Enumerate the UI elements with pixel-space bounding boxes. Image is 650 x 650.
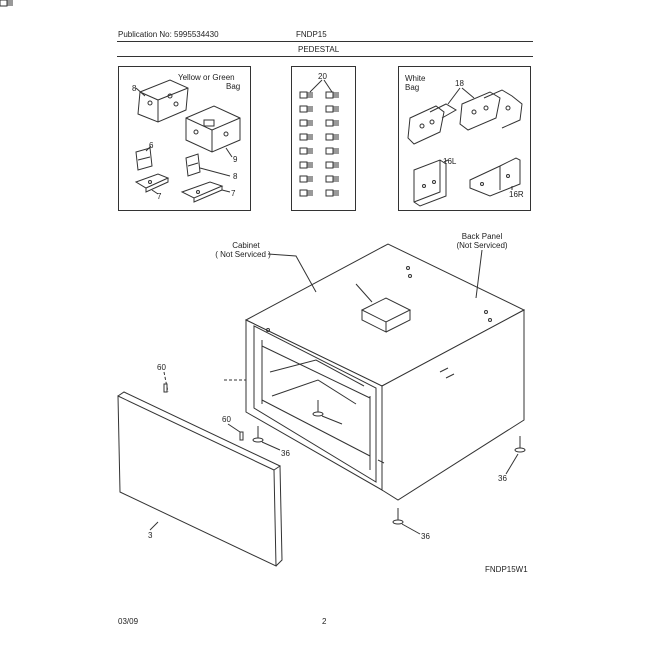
callout-36-a: 36: [343, 421, 352, 430]
callout-18: 18: [455, 79, 464, 88]
yellow-green-bag-label: Yellow or Green: [178, 73, 235, 82]
leveling-leg-36-c: [505, 436, 526, 475]
footer-page: 2: [322, 617, 327, 626]
callout-20: 20: [318, 72, 327, 81]
cabinet-label: Cabinet: [232, 241, 260, 250]
part-52-block: [355, 283, 412, 333]
leveling-leg-36-d: [392, 508, 421, 535]
white-bag-label: White: [405, 74, 426, 83]
callout-8-top: 8: [132, 84, 137, 93]
yellow-green-bag-label-2: Bag: [226, 82, 241, 91]
cabinet-not-serviced-label: ( Not Serviced ): [215, 250, 271, 259]
callout-52: 52: [352, 276, 361, 285]
back-panel-not-serviced-label: (Not Serviced): [456, 241, 508, 250]
hardware-box-screws: [291, 66, 356, 211]
kick-plate-3: [117, 391, 283, 567]
callout-16l: 16L: [443, 157, 457, 166]
white-bag-label-2: Bag: [405, 83, 420, 92]
section-title: PEDESTAL: [298, 45, 340, 54]
callout-8-bottom: 8: [233, 172, 238, 181]
cabinet: [244, 243, 526, 501]
callout-36-b: 36: [281, 449, 290, 458]
screw-60: [163, 383, 244, 441]
callout-60-mid: 60: [222, 415, 231, 424]
callout-7-left: 7: [157, 192, 162, 201]
publication-number: Publication No: 5995534430: [118, 30, 219, 39]
footer-date: 03/09: [118, 617, 139, 626]
callout-9: 9: [233, 155, 238, 164]
callout-3: 3: [148, 531, 153, 540]
callout-36-c: 36: [498, 474, 507, 483]
model-number: FNDP15: [296, 30, 327, 39]
callout-7-right: 7: [231, 189, 236, 198]
leveling-leg-36-b: [252, 426, 281, 451]
callout-36-d: 36: [421, 532, 430, 541]
back-panel-label: Back Panel: [461, 232, 503, 241]
figure-id: FNDP15W1: [485, 565, 528, 574]
callout-16r: 16R: [509, 190, 524, 199]
callout-6: 6: [149, 141, 154, 150]
header-rule: [117, 41, 533, 42]
leveling-leg-36-a: [312, 400, 343, 425]
callout-60-top: 60: [157, 363, 166, 372]
title-rule: [117, 56, 533, 57]
